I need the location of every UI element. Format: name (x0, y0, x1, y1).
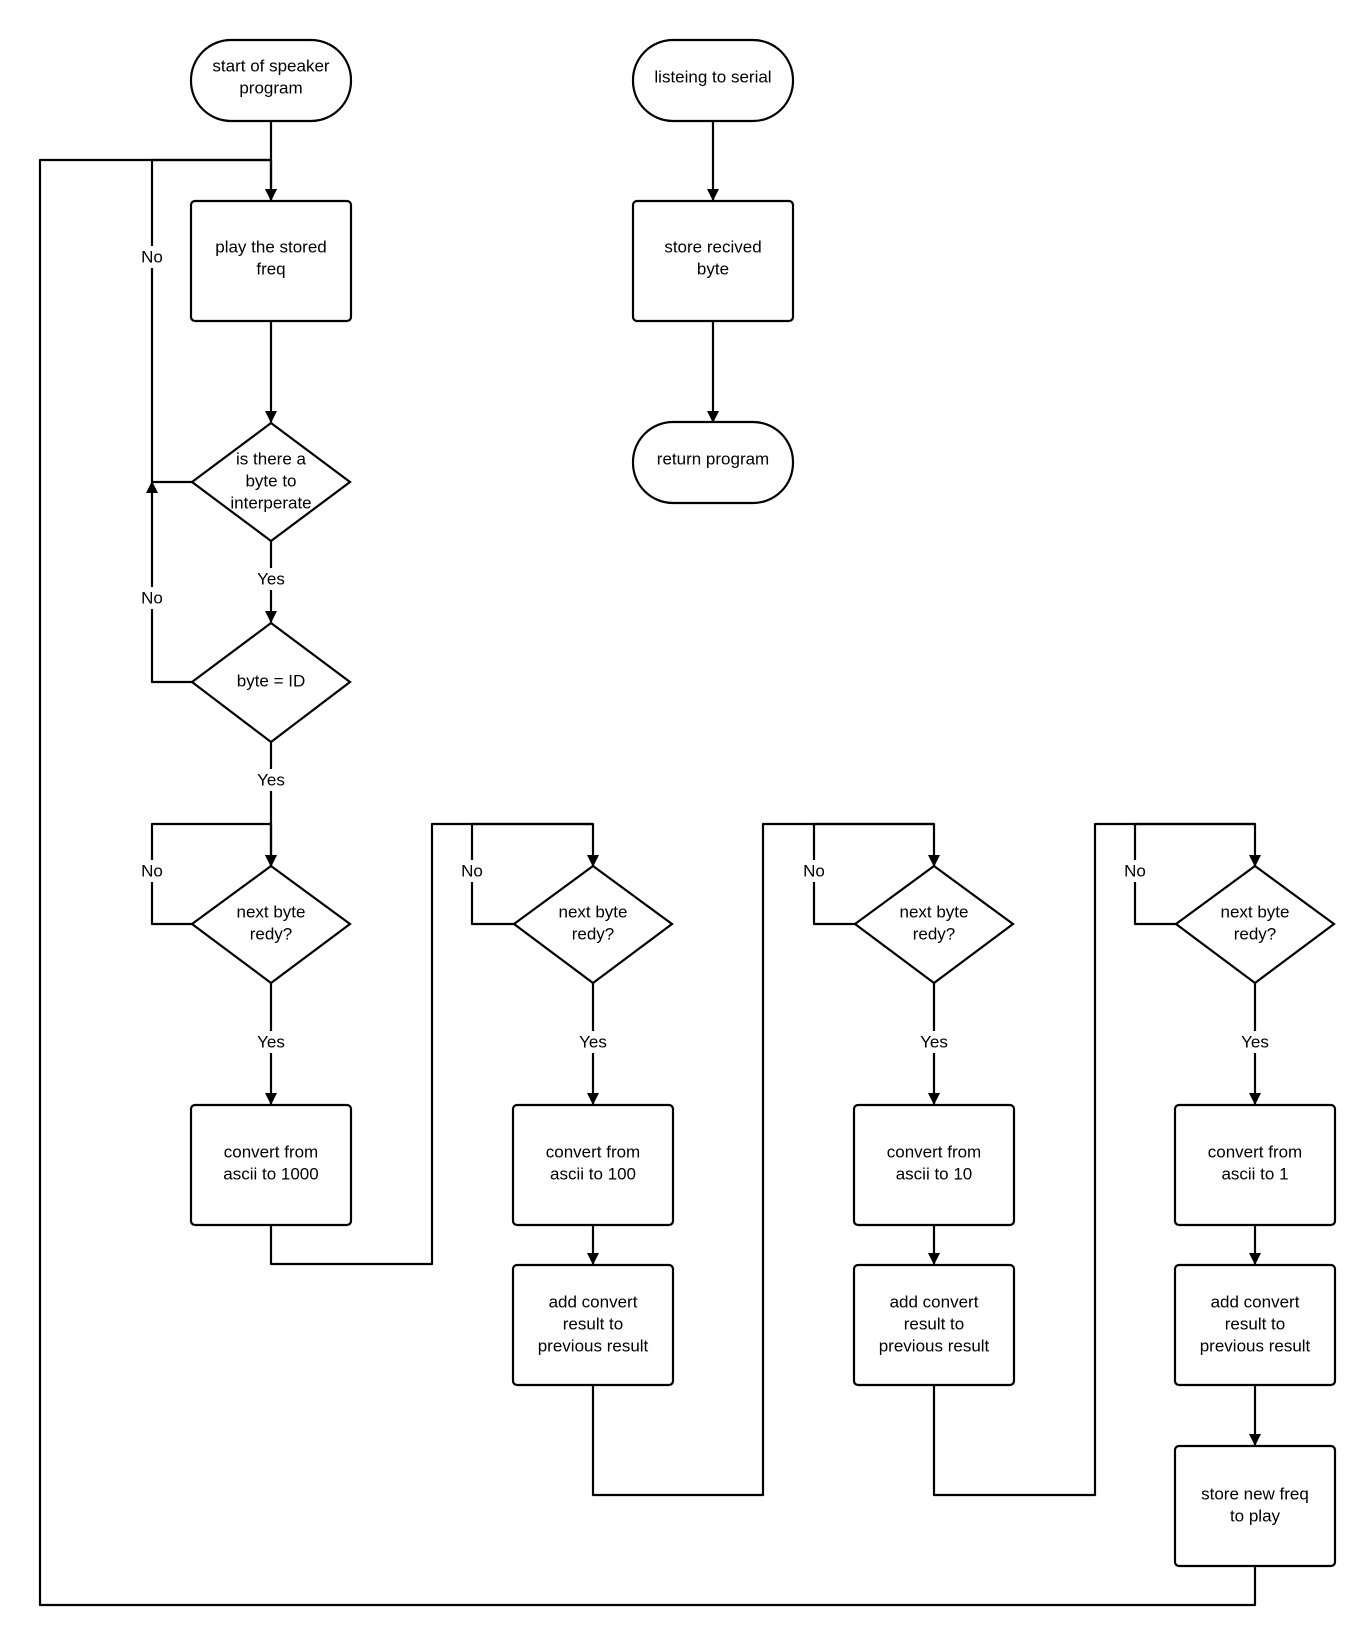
edge-label-yes-r3: Yes (920, 1032, 948, 1051)
node-start-line-1: start of speaker (212, 56, 330, 75)
edge-label-no-mid: No (141, 588, 163, 607)
node-add10 (852, 1263, 1016, 1387)
node-check-byte-line-2: byte to (245, 471, 296, 490)
node-ready1-line-1: next byte (237, 902, 306, 921)
node-conv100-line-2: ascii to 100 (550, 1164, 636, 1183)
node-return-line-1: return program (657, 449, 769, 468)
edge-label-yes-r2: Yes (579, 1032, 607, 1051)
edge-label-no-r3: No (803, 861, 825, 880)
node-start (189, 38, 353, 123)
node-add1 (1173, 1263, 1337, 1387)
node-store-byte-line-2: byte (697, 259, 729, 278)
node-ready2-line-2: redy? (572, 924, 615, 943)
node-ready3-line-2: redy? (913, 924, 956, 943)
node-ready4 (1174, 864, 1336, 985)
node-return (631, 420, 795, 505)
node-store-byte-line-1: store recived (664, 237, 761, 256)
node-conv1 (1173, 1103, 1337, 1227)
node-add10-line-3: previous result (879, 1336, 990, 1355)
node-check-byte-line-1: is there a (236, 449, 306, 468)
node-ready2-line-1: next byte (559, 902, 628, 921)
node-check-byte-line-3: interperate (230, 493, 311, 512)
node-conv1-line-1: convert from (1208, 1142, 1302, 1161)
node-conv100-line-1: convert from (546, 1142, 640, 1161)
node-add100 (511, 1263, 675, 1387)
node-listen (631, 38, 795, 123)
node-ready2 (512, 864, 674, 985)
node-add10-line-1: add convert (890, 1292, 979, 1311)
node-ready3-line-1: next byte (900, 902, 969, 921)
node-labels: start of speaker program listeing to ser… (212, 56, 1310, 1525)
edge-label-yes-1: Yes (257, 569, 285, 588)
edge-ready1-no (150, 822, 277, 926)
node-add100-line-3: previous result (538, 1336, 649, 1355)
node-add10-line-2: result to (904, 1314, 964, 1333)
node-conv100 (511, 1103, 675, 1227)
node-play (189, 199, 353, 323)
node-play-line-1: play the stored (215, 237, 327, 256)
node-store-freq (1173, 1444, 1337, 1568)
edge-add100-to-ready3 (591, 822, 940, 1497)
edge-add10-to-ready4 (932, 822, 1261, 1497)
edge-label-no-r4: No (1124, 861, 1146, 880)
node-add1-line-1: add convert (1211, 1292, 1300, 1311)
node-ready3 (853, 864, 1015, 985)
node-check-byte (190, 421, 352, 543)
node-store-freq-line-2: to play (1230, 1506, 1281, 1525)
edge-label-yes-r1: Yes (257, 1032, 285, 1051)
node-ready4-line-1: next byte (1221, 902, 1290, 921)
edge-label-yes-2: Yes (257, 770, 285, 789)
node-byte-id-line-1: byte = ID (237, 671, 306, 690)
node-conv1000-line-2: ascii to 1000 (223, 1164, 318, 1183)
node-ready1-line-2: redy? (250, 924, 293, 943)
edge-label-no-r1: No (141, 861, 163, 880)
nodes (189, 38, 1337, 1568)
node-conv10 (852, 1103, 1016, 1227)
node-conv1-line-2: ascii to 1 (1221, 1164, 1288, 1183)
edge-label-yes-r4: Yes (1241, 1032, 1269, 1051)
node-ready1 (190, 864, 352, 985)
node-store-byte (631, 199, 795, 323)
node-add100-line-1: add convert (549, 1292, 638, 1311)
edge-store-to-play (38, 158, 1257, 1607)
node-add1-line-2: result to (1225, 1314, 1285, 1333)
node-ready4-line-2: redy? (1234, 924, 1277, 943)
node-start-line-2: program (239, 78, 302, 97)
node-conv1000 (189, 1103, 353, 1227)
node-conv1000-line-1: convert from (224, 1142, 318, 1161)
edge-label-no-r2: No (461, 861, 483, 880)
edges (38, 121, 1261, 1607)
node-listen-line-1: listeing to serial (654, 67, 771, 86)
edge-labels: No No Yes Yes No No No No Yes Yes Yes Ye… (136, 246, 1274, 1053)
node-byte-id (190, 621, 352, 744)
edge-conv1000-to-ready2 (269, 822, 599, 1266)
node-store-freq-line-1: store new freq (1201, 1484, 1309, 1503)
edge-label-no-top: No (141, 247, 163, 266)
node-add1-line-3: previous result (1200, 1336, 1311, 1355)
node-play-line-2: freq (256, 259, 285, 278)
node-conv10-line-2: ascii to 10 (896, 1164, 973, 1183)
node-add100-line-2: result to (563, 1314, 623, 1333)
node-conv10-line-1: convert from (887, 1142, 981, 1161)
edge-id-no (146, 481, 192, 684)
